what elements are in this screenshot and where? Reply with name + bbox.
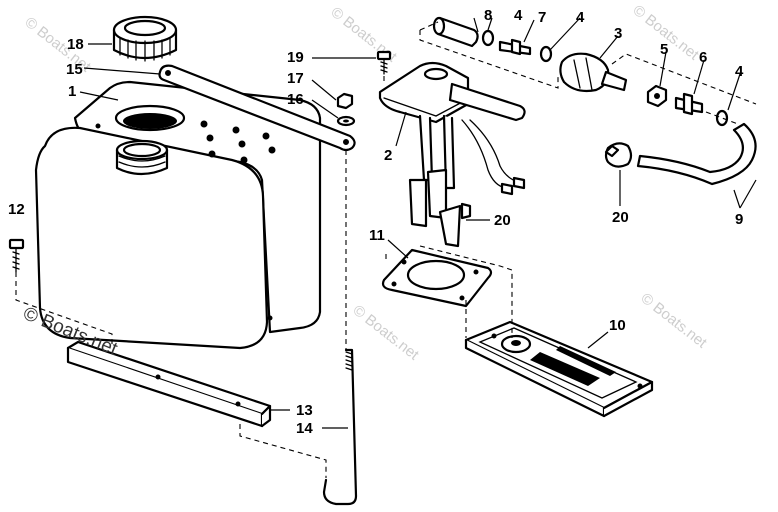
watermark-text: © Boats.net bbox=[638, 290, 711, 352]
callout-9: 9 bbox=[735, 211, 743, 228]
hose-9 bbox=[636, 122, 757, 186]
leader-lines bbox=[79, 17, 757, 429]
fuel-sender-2 bbox=[378, 61, 526, 248]
fuel-cap bbox=[112, 15, 178, 62]
clamp-20 bbox=[604, 142, 633, 168]
callout-17: 17 bbox=[287, 70, 304, 87]
nut-17 bbox=[336, 92, 354, 110]
hold-down-strap bbox=[158, 64, 356, 152]
primer-bulb-3 bbox=[559, 52, 628, 93]
connector-7 bbox=[498, 38, 532, 56]
assembly-guides bbox=[15, 21, 757, 478]
callout-8: 8 bbox=[484, 7, 492, 24]
base-plate-10 bbox=[464, 320, 654, 418]
callout-7: 7 bbox=[538, 9, 546, 26]
callout-12: 12 bbox=[8, 201, 25, 218]
callout-16: 16 bbox=[287, 91, 304, 108]
watermark-text: © Boats.net bbox=[350, 302, 423, 364]
callout-6: 6 bbox=[699, 49, 707, 66]
bracket-13 bbox=[66, 340, 272, 428]
callout-4-right: 4 bbox=[735, 63, 744, 80]
bolt-19 bbox=[376, 50, 392, 75]
callout-1: 1 bbox=[68, 83, 76, 100]
washer-16 bbox=[336, 115, 356, 127]
fitting-6 bbox=[674, 92, 704, 116]
clip-4c bbox=[715, 109, 729, 127]
callout-19: 19 bbox=[287, 49, 304, 66]
callout-20-clamp: 20 bbox=[612, 209, 629, 226]
clip-4a bbox=[481, 29, 495, 47]
callout-15: 15 bbox=[66, 61, 83, 78]
callout-13: 13 bbox=[296, 402, 313, 419]
bolt-12 bbox=[8, 238, 25, 273]
callout-14: 14 bbox=[296, 420, 313, 437]
callout-3: 3 bbox=[614, 25, 622, 42]
callout-11: 11 bbox=[369, 227, 385, 244]
rod-14 bbox=[322, 348, 358, 506]
fuel-tank bbox=[34, 80, 322, 350]
clip-4b bbox=[539, 45, 553, 63]
callout-2: 2 bbox=[384, 147, 392, 164]
callout-10: 10 bbox=[609, 317, 626, 334]
gasket-11 bbox=[381, 248, 493, 308]
callout-18: 18 bbox=[67, 36, 84, 53]
callout-labels: 18 15 1 19 17 16 2 20 11 10 12 13 14 8 4… bbox=[8, 7, 744, 437]
callout-4-middle: 4 bbox=[576, 9, 585, 26]
callout-4-left: 4 bbox=[514, 7, 523, 24]
nut-5 bbox=[646, 84, 668, 108]
callout-5: 5 bbox=[660, 41, 668, 58]
callout-20-sender: 20 bbox=[494, 212, 511, 229]
sleeve-8 bbox=[432, 16, 479, 48]
